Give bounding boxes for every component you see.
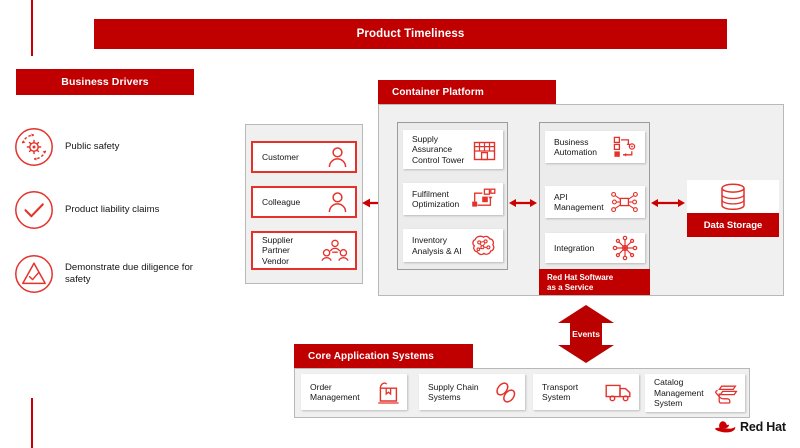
core-app-card-label: Supply Chain Systems — [428, 381, 479, 403]
core-application-systems-title: Core Application Systems — [308, 350, 434, 362]
platform-card-business-automation[interactable]: Business Automation — [545, 131, 645, 163]
business-driver-due-diligence: Demonstrate due diligence for safety — [14, 252, 244, 296]
user-card-label: Customer — [262, 151, 299, 162]
events-double-arrow: Events — [548, 305, 624, 363]
platform-card-label: Integration — [554, 242, 595, 253]
integration-hub-icon — [612, 235, 638, 261]
core-app-card-supply-chain-systems[interactable]: Supply Chain Systems — [419, 374, 525, 410]
catalog-hand-icon — [713, 382, 738, 404]
business-driver-label: Public safety — [65, 141, 120, 152]
business-drivers-title: Business Drivers — [61, 76, 149, 88]
gear-rotation-icon — [14, 127, 54, 167]
red-hat-logo: Red Hat — [714, 419, 786, 434]
platform-card-label: Supply Assurance Control Tower — [412, 133, 465, 165]
chain-link-icon — [494, 381, 518, 404]
user-card-label: Supplier Partner Vendor — [262, 234, 294, 266]
red-hat-wordmark: Red Hat — [740, 419, 786, 434]
user-card-customer[interactable]: Customer — [251, 141, 357, 173]
core-app-card-order-management[interactable]: Order Management — [301, 374, 407, 410]
package-box-icon — [377, 380, 400, 404]
arrow-platform-to-data-storage — [651, 196, 685, 210]
container-platform-title: Container Platform — [392, 86, 484, 98]
core-app-card-transport-system[interactable]: Transport System — [533, 374, 639, 410]
user-icon — [327, 191, 348, 213]
core-app-card-label: Catalog Management System — [654, 377, 704, 409]
warning-triangle-check-icon — [14, 254, 54, 294]
platform-card-label: Business Automation — [554, 136, 597, 158]
platform-card-fulfilment-optimization[interactable]: Fulfilment Optimization — [403, 183, 503, 215]
business-driver-public-safety: Public safety — [14, 126, 244, 168]
container-platform-header: Container Platform — [378, 80, 556, 104]
automation-flow-icon — [613, 136, 638, 158]
business-driver-label: Demonstrate due diligence for safety — [65, 262, 193, 285]
platform-card-inventory-analysis-ai[interactable]: Inventory Analysis & AI — [403, 229, 503, 262]
red-hat-fedora-icon — [714, 419, 736, 434]
user-icon — [327, 146, 348, 168]
arrow-left-group-to-right-group — [509, 196, 537, 210]
core-app-card-catalog-management-system[interactable]: Catalog Management System — [645, 374, 745, 412]
platform-card-integration[interactable]: Integration — [545, 233, 645, 263]
delivery-truck-icon — [605, 382, 632, 402]
users-group-icon — [321, 239, 349, 263]
database-cylinder-icon — [718, 183, 748, 211]
core-application-systems-header: Core Application Systems — [294, 344, 473, 368]
page-title: Product Timeliness — [356, 28, 465, 40]
brain-ai-icon — [471, 234, 496, 257]
core-app-card-label: Transport System — [542, 381, 579, 403]
business-driver-label: Product liability claims — [65, 204, 160, 215]
user-card-label: Colleague — [262, 196, 301, 207]
data-storage-label-box: Data Storage — [687, 213, 779, 237]
user-card-supplier-partner-vendor[interactable]: Supplier Partner Vendor — [251, 231, 357, 270]
page-title-banner: Product Timeliness — [94, 19, 727, 49]
api-network-icon — [611, 191, 638, 213]
left-edge-accent-top — [31, 0, 33, 56]
red-hat-saas-label: Red Hat Software as a Service — [547, 273, 614, 292]
red-hat-saas-footer: Red Hat Software as a Service — [539, 269, 650, 295]
events-label: Events — [572, 329, 600, 339]
check-circle-icon — [14, 190, 54, 230]
user-card-colleague[interactable]: Colleague — [251, 186, 357, 218]
business-driver-product-liability-claims: Product liability claims — [14, 189, 244, 231]
core-app-card-label: Order Management — [310, 381, 360, 403]
platform-card-label: Fulfilment Optimization — [412, 188, 460, 210]
platform-card-supply-assurance-control-tower[interactable]: Supply Assurance Control Tower — [403, 130, 503, 169]
factory-building-icon — [473, 138, 496, 161]
business-drivers-header: Business Drivers — [16, 69, 194, 95]
platform-card-label: Inventory Analysis & AI — [412, 235, 462, 256]
platform-card-label: API Management — [554, 191, 604, 213]
data-storage-icon-box — [687, 180, 779, 213]
platform-card-api-management[interactable]: API Management — [545, 186, 645, 218]
workflow-process-icon — [471, 188, 496, 210]
data-storage-label: Data Storage — [703, 219, 763, 231]
left-edge-accent-bottom — [31, 398, 33, 448]
